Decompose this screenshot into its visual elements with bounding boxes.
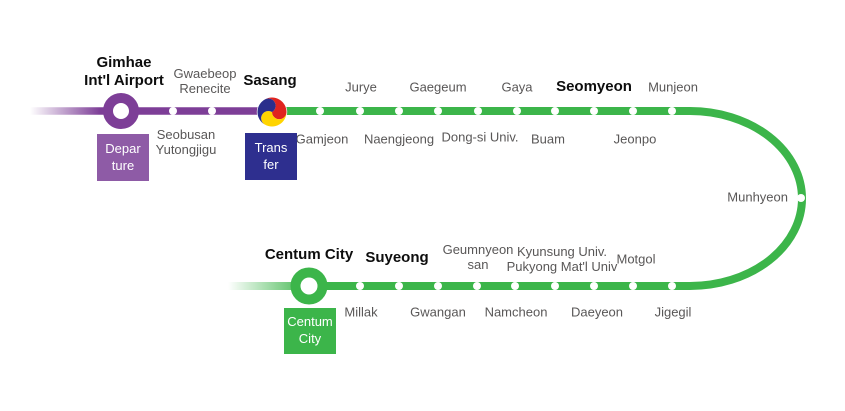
station-label-munhyeon: Munhyeon — [727, 189, 788, 205]
station-dot-gamjeon — [316, 107, 324, 115]
station-label-gaegeum: Gaegeum — [409, 79, 467, 95]
station-dot-gaya — [513, 107, 521, 115]
station-dot-geumnyeonsan — [473, 282, 481, 290]
station-dot-millak — [356, 282, 364, 290]
station-dot-namcheon — [511, 282, 519, 290]
station-label-jeonpo: Jeonpo — [613, 131, 657, 147]
departure-station-marker — [103, 93, 139, 129]
station-dot-daeyeon — [590, 282, 598, 290]
station-dot-gwaebeop-renecite — [208, 107, 216, 115]
station-label-seobusan-yutongjigu: Seobusan Yutongjigu — [155, 127, 217, 157]
station-label-munjeon: Munjeon — [648, 79, 698, 95]
station-label-suyeong: Suyeong — [365, 249, 429, 266]
station-label-jurye: Jurye — [345, 79, 377, 95]
station-label-centum-city: Centum City — [264, 246, 354, 263]
station-dot-munjeon — [668, 107, 676, 115]
station-label-buam: Buam — [531, 131, 565, 147]
station-dot-dong-si-univ — [474, 107, 482, 115]
station-label-gaya: Gaya — [501, 79, 533, 95]
transfer-badge: Trans fer — [245, 133, 297, 180]
station-label-daeyeon: Daeyeon — [570, 304, 624, 320]
station-label-gwaebeop-renecite: Gwaebeop Renecite — [173, 66, 237, 96]
departure-badge: Depar ture — [97, 134, 149, 181]
station-dot-gaegeum — [434, 107, 442, 115]
station-dot-jigegil — [668, 282, 676, 290]
station-label-gwangan: Gwangan — [410, 304, 466, 320]
station-dot-seomyeon — [590, 107, 598, 115]
station-label-gamjeon: Gamjeon — [295, 131, 349, 147]
centum-city-badge: Centum City — [284, 308, 336, 354]
station-dot-munhyeon — [797, 194, 805, 202]
station-label-seomyeon: Seomyeon — [556, 78, 632, 95]
centum-city-station-marker — [290, 267, 328, 305]
taegeuk-yellow-lobe — [261, 111, 287, 127]
station-dot-seobusan-yutongjigu — [169, 107, 177, 115]
station-dot-motgol — [629, 282, 637, 290]
station-dot-naengjeong — [395, 107, 403, 115]
station-label-dong-si-univ: Dong-si Univ. — [441, 129, 519, 145]
transfer-station-icon — [256, 96, 288, 128]
station-label-gimhae-intl-airport: Gimhae Int'l Airport — [84, 54, 164, 89]
station-dot-buam — [551, 107, 559, 115]
taegeuk-red-lobe — [264, 97, 287, 120]
station-label-naengjeong: Naengjeong — [363, 131, 435, 147]
station-dot-jurye — [356, 107, 364, 115]
station-label-namcheon: Namcheon — [484, 304, 548, 320]
station-label-jigegil: Jigegil — [654, 304, 692, 320]
station-label-kyunsung-pukyong-univ: Kyunsung Univ. Pukyong Mat'l Univ — [506, 244, 618, 274]
station-label-geumnyeonsan: Geumnyeon san — [442, 242, 514, 272]
station-label-motgol: Motgol — [616, 251, 656, 267]
station-label-sasang: Sasang — [243, 72, 297, 89]
station-dot-suyeong — [395, 282, 403, 290]
station-label-millak: Millak — [344, 304, 378, 320]
station-dot-jeonpo — [629, 107, 637, 115]
taegeuk-blue-lobe — [257, 98, 276, 125]
station-dot-gwangan — [434, 282, 442, 290]
station-dot-kyunsung-pukyong-univ — [551, 282, 559, 290]
